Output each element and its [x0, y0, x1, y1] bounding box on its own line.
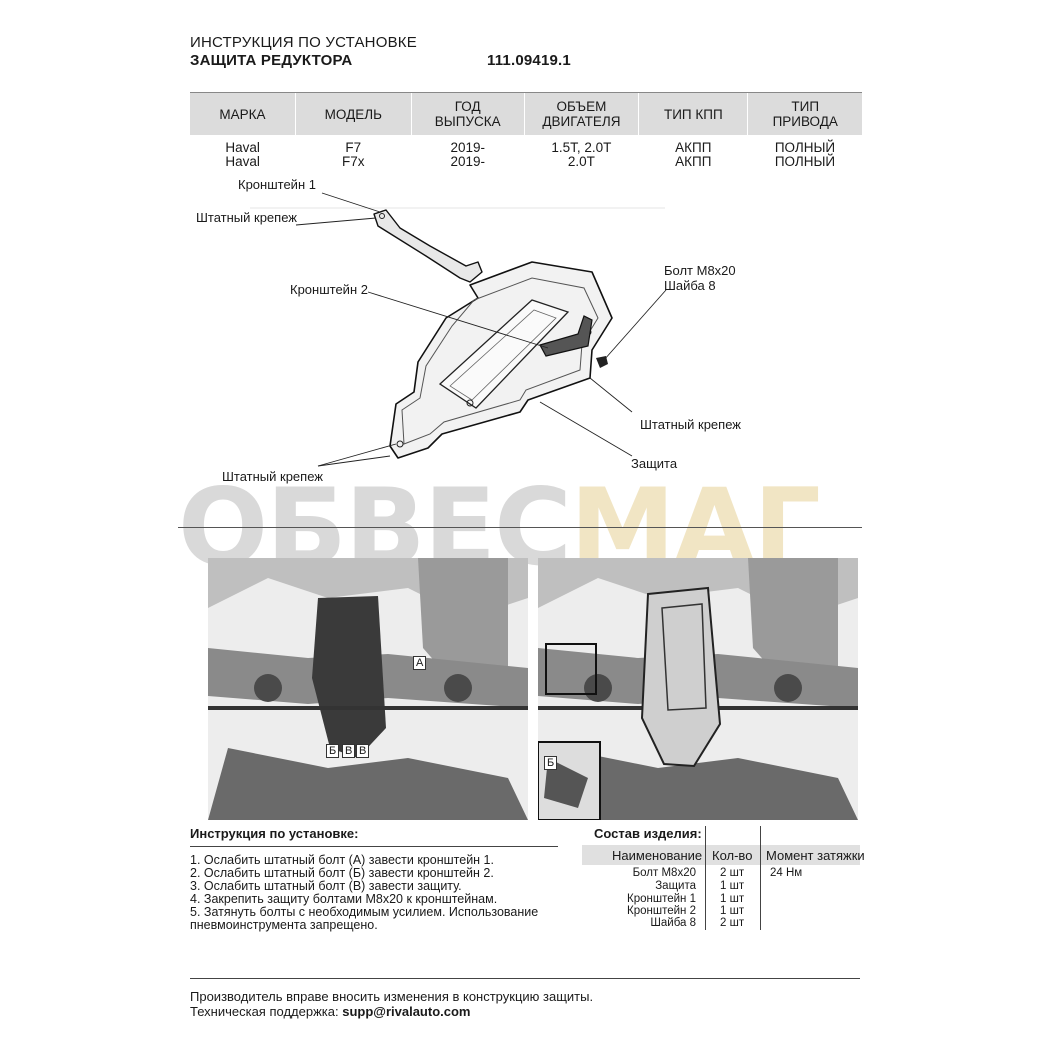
photo-after-install: Б [538, 558, 858, 820]
table-row: Haval F7x 2019- 2.0T АКПП ПОЛНЫЙ [190, 155, 862, 169]
photo-before-install: A Б В В [208, 558, 528, 820]
col-header-model: МОДЕЛЬ [295, 93, 412, 135]
marker-v2: В [356, 744, 370, 758]
bom-col-divider [705, 826, 706, 930]
col-header-engine: ОБЪЕМ ДВИГАТЕЛЯ [524, 93, 640, 135]
bom-col-header-qty: Кол-во [712, 848, 753, 863]
table-cell: 1.5T, 2.0T [551, 140, 612, 155]
bom-col-divider [760, 826, 761, 930]
instruction-step: 5. Затянуть болты с необходимым усилием.… [190, 905, 539, 919]
bom-item-qty: 1 шт [720, 893, 745, 905]
bom-item-name: Кронштейн 2 [627, 905, 696, 917]
label-stock-fastener-top: Штатный крепеж [196, 210, 297, 225]
guard-plate-drawing [389, 261, 613, 459]
bracket-2-drawing [539, 315, 593, 357]
bom-header-bg [582, 845, 860, 865]
bom-title: Состав изделия: [594, 826, 702, 841]
table-cell: АКПП [675, 140, 712, 155]
table-cell: АКПП [675, 154, 712, 169]
table-cell: 2.0T [567, 154, 595, 169]
marker-inset-b: Б [544, 756, 558, 770]
label-bracket-2: Кронштейн 2 [290, 282, 368, 297]
footer-notice: Производитель вправе вносить изменения в… [190, 989, 594, 1004]
bom-item-name: Шайба 8 [650, 917, 696, 929]
label-stock-fastener-right: Штатный крепеж [640, 417, 741, 432]
instructions-rule [190, 846, 558, 847]
article-number: 111.09419.1 [487, 52, 571, 69]
table-cell: ПОЛНЫЙ [774, 154, 836, 169]
bom-item-qty: 1 шт [720, 880, 745, 892]
table-cell: 2019- [450, 154, 485, 169]
label-bolt: Болт M8x20 [664, 263, 736, 278]
product-name: ЗАЩИТА РЕДУКТОРА [190, 52, 353, 69]
table-cell: F7 [345, 140, 362, 155]
table-row: Haval F7 2019- 1.5T, 2.0T АКПП ПОЛНЫЙ [190, 135, 862, 155]
doc-title: ИНСТРУКЦИЯ ПО УСТАНОВКЕ [190, 34, 417, 51]
bom-col-header-torque: Момент затяжки [766, 848, 865, 863]
exploded-assembly-diagram [250, 192, 667, 467]
bracket-1-drawing [373, 209, 483, 283]
bom-item-name: Болт M8x20 [632, 867, 696, 879]
table-cell: Haval [225, 154, 260, 169]
label-stock-fastener-bottom: Штатный крепеж [222, 469, 323, 484]
bom-item-qty: 2 шт [720, 867, 745, 879]
label-bracket-1: Кронштейн 1 [238, 177, 316, 192]
table-cell: F7x [342, 154, 365, 169]
table-cell: 2019- [450, 140, 485, 155]
support-email-link[interactable]: supp@rivalauto.com [342, 1004, 471, 1019]
marker-b: Б [326, 744, 340, 758]
col-header-make: МАРКА [190, 93, 296, 135]
instruction-step: 2. Ослабить штатный болт (Б) завести кро… [190, 866, 494, 880]
bom-item-torque: 24 Нм [770, 867, 803, 879]
section-divider [178, 527, 862, 528]
table-cell: Haval [225, 140, 260, 155]
footer-rule [190, 978, 860, 979]
instruction-step: 3. Ослабить штатный болт (В) завести защ… [190, 879, 462, 893]
instruction-step: 1. Ослабить штатный болт (А) завести кро… [190, 853, 494, 867]
marker-v1: В [342, 744, 356, 758]
table-header-row: МАРКА МОДЕЛЬ ГОД ВЫПУСКА ОБЪЕМ ДВИГАТЕЛЯ… [190, 93, 862, 135]
bom-col-header-name: Наименование [612, 848, 703, 863]
col-header-drive: ТИП ПРИВОДА [747, 93, 862, 135]
bom-item-qty: 2 шт [720, 917, 745, 929]
label-washer: Шайба 8 [664, 278, 716, 293]
instructions-title: Инструкция по установке: [190, 826, 359, 841]
table-cell: ПОЛНЫЙ [774, 140, 836, 155]
support-label: Техническая поддержка: [190, 1004, 339, 1019]
marker-a: A [413, 656, 427, 670]
col-header-transmission: ТИП КПП [638, 93, 749, 135]
instruction-step: пневмоинструмента запрещено. [190, 918, 378, 932]
bom-item-name: Защита [655, 880, 696, 892]
support-line: Техническая поддержка: supp@rivalauto.co… [190, 1004, 470, 1019]
bom-item-name: Кронштейн 1 [627, 893, 696, 905]
bom-item-qty: 1 шт [720, 905, 745, 917]
instruction-step: 4. Закрепить защиту болтами M8x20 к крон… [190, 892, 498, 906]
col-header-year: ГОД ВЫПУСКА [411, 93, 525, 135]
label-guard: Защита [631, 456, 678, 471]
vehicle-spec-table: МАРКА МОДЕЛЬ ГОД ВЫПУСКА ОБЪЕМ ДВИГАТЕЛЯ… [190, 93, 862, 169]
